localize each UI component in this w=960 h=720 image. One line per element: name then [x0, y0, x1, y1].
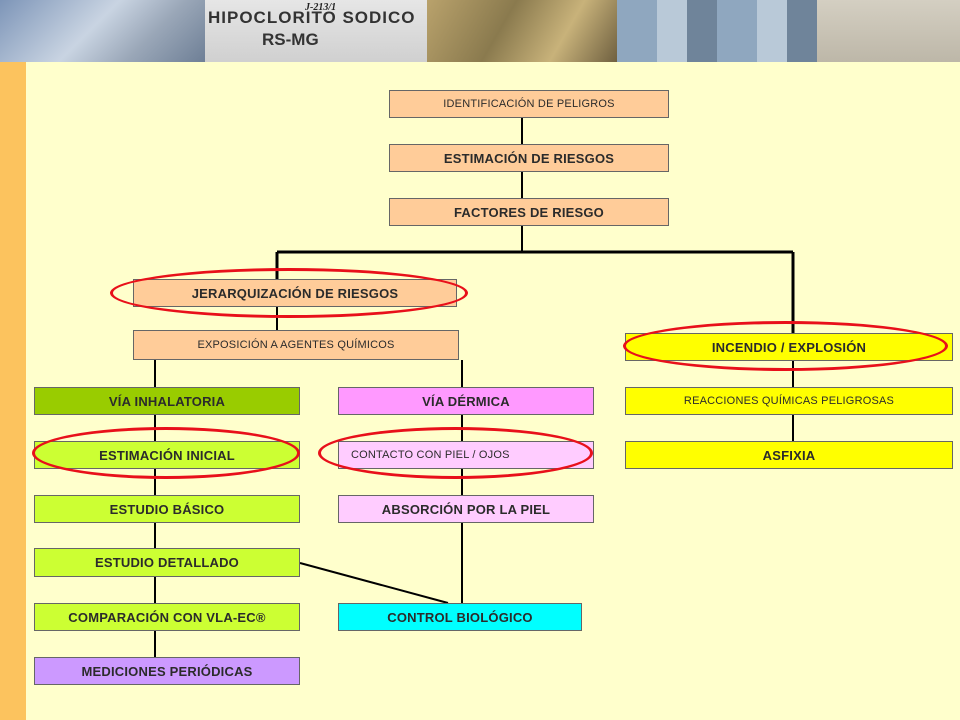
box-control-biologico: CONTROL BIOLÓGICO	[338, 603, 582, 631]
photo-chemical-drums	[617, 0, 817, 62]
highlight-ellipse-incendio	[623, 321, 948, 371]
box-factores-riesgo: FACTORES DE RIESGO	[389, 198, 669, 226]
box-absorcion-piel: ABSORCIÓN POR LA PIEL	[338, 495, 594, 523]
highlight-ellipse-contacto	[318, 427, 593, 479]
photo-industrial	[817, 0, 960, 62]
box-mediciones-periodicas: MEDICIONES PERIÓDICAS	[34, 657, 300, 685]
highlight-ellipse-estimacion-inicial	[32, 427, 300, 479]
box-identificacion-peligros: IDENTIFICACIÓN DE PELIGROS	[389, 90, 669, 118]
box-via-inhalatoria: VÍA INHALATORIA	[34, 387, 300, 415]
box-comparacion-vla: COMPARACIÓN CON VLA-EC®	[34, 603, 300, 631]
tanker-sign-code-sub: RS-MG	[262, 30, 319, 49]
header-photo-banner: J-213/1 HIPOCLORITO SODICO RS-MG	[0, 0, 960, 62]
highlight-ellipse-jerarquizacion	[110, 268, 468, 318]
photo-crashed-truck	[0, 0, 205, 62]
tanker-sign-name: HIPOCLORITO SODICO	[208, 8, 416, 27]
box-estudio-detallado: ESTUDIO DETALLADO	[34, 548, 300, 577]
box-via-dermica: VÍA DÉRMICA	[338, 387, 594, 415]
left-sidebar-strip	[0, 62, 26, 720]
box-reacciones-quimicas: REACCIONES QUÍMICAS PELIGROSAS	[625, 387, 953, 415]
box-asfixia: ASFIXIA	[625, 441, 953, 469]
box-estudio-basico: ESTUDIO BÁSICO	[34, 495, 300, 523]
box-exposicion-agentes: EXPOSICIÓN A AGENTES QUÍMICOS	[133, 330, 459, 360]
tanker-sign-code: J-213/1	[305, 2, 337, 13]
photo-welding-worker	[427, 0, 617, 62]
box-estimacion-riesgos: ESTIMACIÓN DE RIESGOS	[389, 144, 669, 172]
